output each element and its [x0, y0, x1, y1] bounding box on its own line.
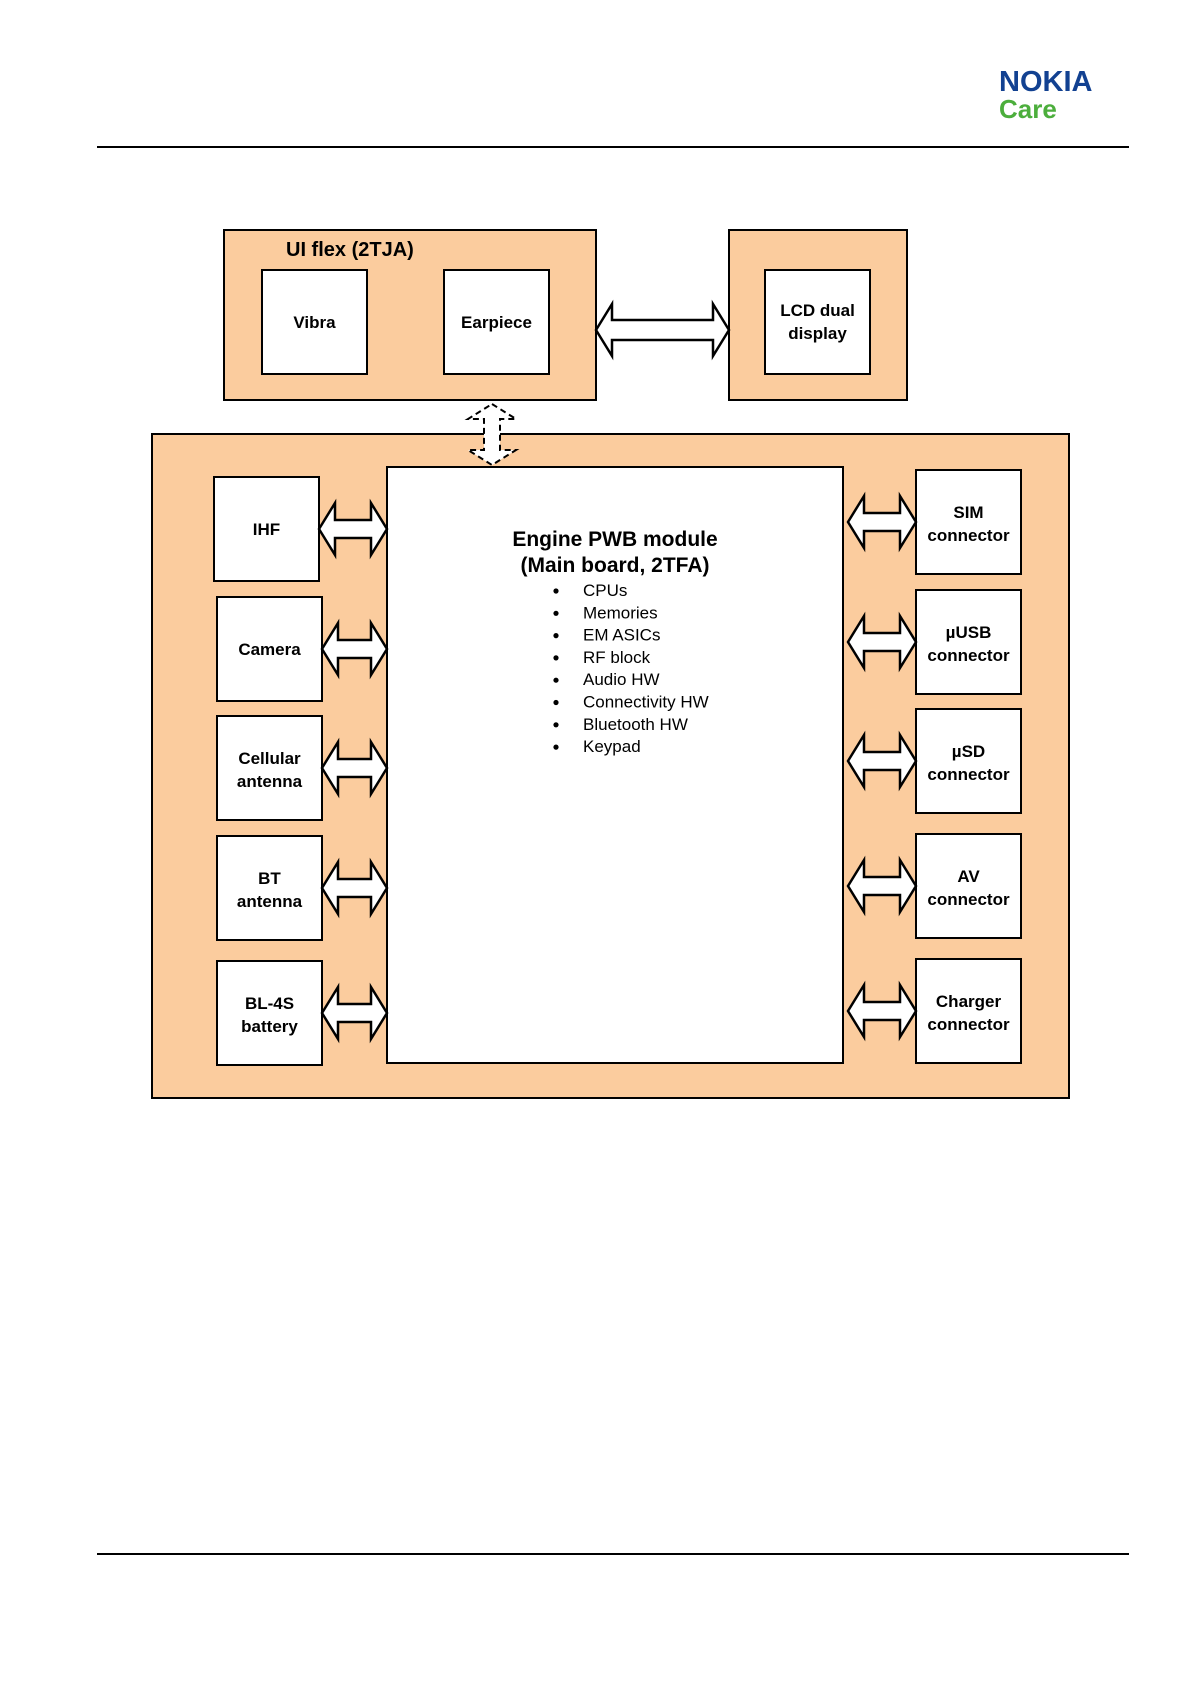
lcd-box	[765, 270, 870, 374]
left-block-label-line2: antenna	[237, 772, 303, 791]
left-block-label-line1: BT	[258, 869, 281, 888]
engine-title-line1: Engine PWB module	[512, 528, 717, 551]
left-block-3	[217, 836, 322, 940]
engine-item: RF block	[583, 648, 651, 667]
bullet-dot	[553, 700, 558, 705]
earpiece-label: Earpiece	[461, 313, 532, 332]
engine-item: Keypad	[583, 737, 641, 756]
left-block-label-line1: Cellular	[238, 749, 301, 768]
ui-flex-title: UI flex (2TJA)	[286, 239, 414, 261]
right-block-1	[916, 590, 1021, 694]
lcd-label-line2: display	[788, 324, 847, 343]
engine-item: Bluetooth HW	[583, 715, 688, 734]
right-block-label-line2: connector	[927, 646, 1010, 665]
right-block-3	[916, 834, 1021, 938]
engine-item: EM ASICs	[583, 626, 660, 645]
right-block-4	[916, 959, 1021, 1063]
engine-item: Memories	[583, 603, 658, 622]
engine-item: CPUs	[583, 581, 627, 600]
right-block-label-line2: connector	[927, 526, 1010, 545]
right-block-2	[916, 709, 1021, 813]
right-block-label-line1: µUSB	[946, 623, 992, 642]
right-block-label-line2: connector	[927, 1015, 1010, 1034]
bullet-dot	[553, 745, 558, 750]
engine-item: Audio HW	[583, 670, 660, 689]
uiflex-lcd-arrow	[596, 304, 729, 356]
left-block-label: Camera	[238, 640, 301, 659]
bullet-dot	[553, 655, 558, 660]
left-block-label-line2: antenna	[237, 892, 303, 911]
bullet-dot	[553, 678, 558, 683]
engine-item: Connectivity HW	[583, 693, 709, 712]
lcd-label-line1: LCD dual	[780, 301, 855, 320]
left-block-label: IHF	[253, 520, 280, 539]
left-block-4	[217, 961, 322, 1065]
left-block-label-line2: battery	[241, 1017, 298, 1036]
vibra-label: Vibra	[293, 313, 336, 332]
left-block-label-line1: BL-4S	[245, 994, 294, 1013]
engine-title-line2: (Main board, 2TFA)	[521, 554, 710, 577]
bullet-dot	[553, 722, 558, 727]
right-block-label-line1: SIM	[953, 503, 983, 522]
right-block-label-line1: AV	[957, 867, 980, 886]
right-block-label-line1: Charger	[936, 992, 1002, 1011]
bullet-dot	[553, 588, 558, 593]
bullet-dot	[553, 611, 558, 616]
right-block-label-line2: connector	[927, 765, 1010, 784]
right-block-0	[916, 470, 1021, 574]
right-block-label-line2: connector	[927, 890, 1010, 909]
left-block-2	[217, 716, 322, 820]
bullet-dot	[553, 633, 558, 638]
right-block-label-line1: µSD	[952, 742, 985, 761]
